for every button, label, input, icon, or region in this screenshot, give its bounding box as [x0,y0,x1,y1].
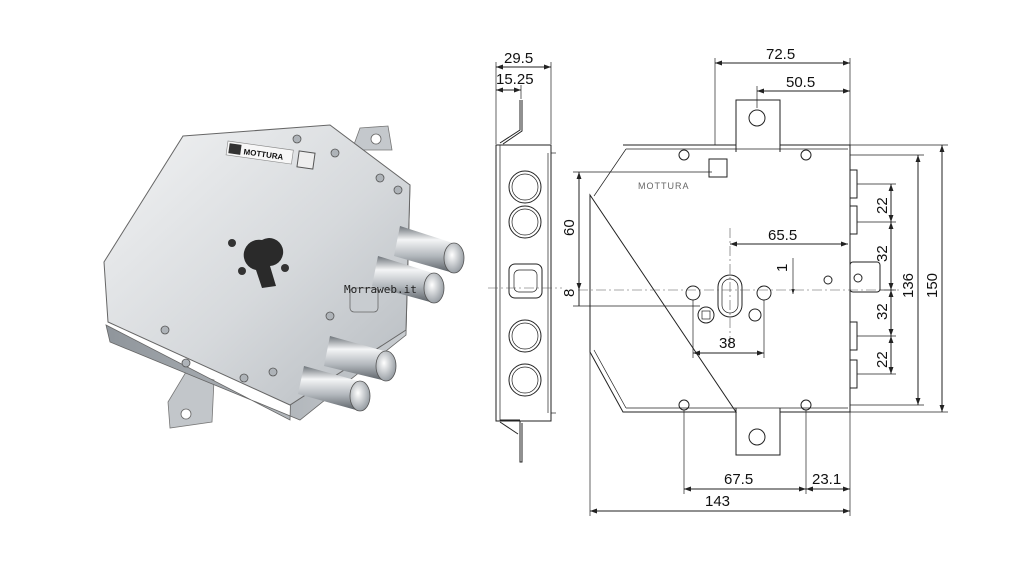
dim-side-plate: 15.25 [496,71,534,88]
dim-cylinder-spacing: 38 [719,335,736,352]
dim-top-tab-offset: 50.5 [786,74,815,91]
dim-bottom-right: 23.1 [812,471,841,488]
front-screw-holes [678,149,833,411]
front-top-tab-hole-icon [748,109,766,127]
bolt-upper-2 [372,256,445,304]
dim-height-inner: 136 [900,273,917,298]
front-spindle-square-icon [708,158,728,178]
dim-cylinder-offset: 1 [774,264,791,272]
dim-left-lower: 8 [561,289,578,297]
keyhole-icon [243,238,284,288]
brand-plate: MOTTURA [225,140,294,165]
screw-icon [228,239,236,247]
dim-top-overall: 72.5 [766,46,795,63]
dim-backset: 65.5 [768,227,797,244]
front-keyhole-icon [717,274,743,318]
front-bottom-tab [735,408,781,456]
top-tab-hole-icon [370,133,382,145]
bolt-lower-1 [324,336,397,382]
dim-height-overall: 150 [924,273,941,298]
side-view-drawing: 29.5 15.25 [488,50,562,463]
watermark: Morraweb.it [344,283,417,296]
front-top-tab [735,99,781,152]
dim-right-bolt-lower: 22 [874,351,891,368]
front-bottom-tab-hole-icon [748,428,766,446]
bottom-tab-hole-icon [180,408,192,420]
side-bottom-flange [519,421,523,463]
front-outline [589,144,851,413]
dim-right-bolt-upper: 22 [874,197,891,214]
latch-bolt [349,287,379,313]
dim-bottom-offset: 67.5 [724,471,753,488]
front-latch [849,261,881,293]
bolt-upper-1 [394,226,465,274]
side-latch [508,263,543,299]
side-top-flange [499,100,521,144]
dim-left-upper: 60 [561,219,578,236]
front-view-drawing: MOTTURA 72.5 50.5 60 [561,46,948,516]
lock-photo: MOTTURA [103,124,465,429]
bolt-lower-2 [298,366,371,412]
rivets [160,134,403,383]
front-bolt-stubs [849,169,858,389]
dim-side-width: 29.5 [504,50,533,67]
screw-icon [281,264,289,272]
side-bolt-circles [508,170,542,397]
dim-right-center-upper: 32 [874,245,891,262]
dim-right-center-lower: 32 [874,303,891,320]
screw-icon [238,267,246,275]
side-body-outline [495,144,552,422]
front-cam-icon [697,306,715,324]
front-brand-label: MOTTURA [638,181,690,191]
spindle-hole-icon [296,150,316,170]
dim-bottom-overall: 143 [705,493,730,510]
